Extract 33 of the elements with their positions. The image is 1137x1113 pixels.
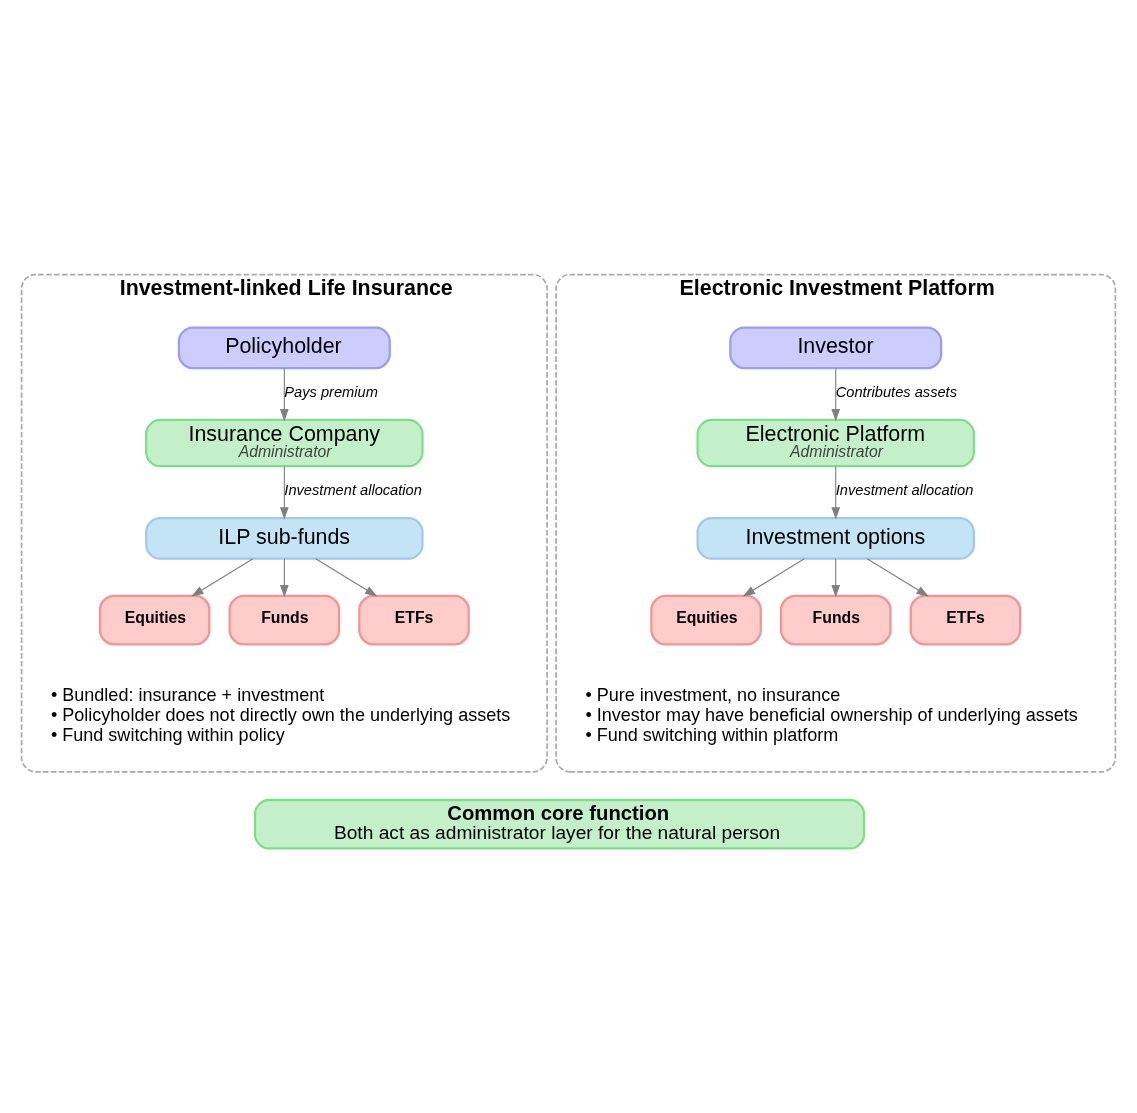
label: • Bundled: insurance + investment bbox=[50, 684, 325, 705]
edge-label: Pays premium bbox=[284, 383, 378, 400]
arrow bbox=[866, 557, 929, 597]
arrow bbox=[280, 465, 289, 520]
node-box: Policyholder bbox=[177, 325, 391, 369]
node-box: Equities bbox=[650, 594, 762, 645]
node-box: ETFs bbox=[358, 594, 470, 645]
node-box: Equities bbox=[98, 594, 211, 645]
arrow bbox=[280, 367, 289, 421]
node-box: Funds bbox=[228, 594, 341, 645]
arrow bbox=[831, 465, 841, 520]
edge-label: Investment allocation bbox=[284, 481, 422, 498]
node-box: Common core function Both act as administrator layer for the natural person bbox=[253, 798, 866, 850]
node-box: Investor bbox=[729, 325, 943, 369]
node-box: Investment options bbox=[696, 516, 975, 560]
label: • Fund switching within platform bbox=[585, 724, 839, 745]
arrow bbox=[280, 557, 289, 597]
edge-label: Investment allocation bbox=[835, 481, 974, 498]
arrow bbox=[191, 557, 254, 597]
label: • Investor may have beneficial ownership of underlying assets bbox=[585, 704, 1078, 725]
node-box: Electronic Platform Administrator bbox=[696, 418, 975, 467]
arrow bbox=[315, 557, 378, 597]
arrow bbox=[831, 367, 841, 421]
node-box: ETFs bbox=[909, 594, 1022, 645]
arrow bbox=[742, 557, 805, 597]
node-box: ILP sub-funds bbox=[145, 516, 424, 560]
label: • Pure investment, no insurance bbox=[585, 684, 841, 705]
node-box: Funds bbox=[779, 594, 892, 645]
label: • Policyholder does not directly own the underlying assets bbox=[50, 704, 511, 725]
label: • Fund switching within policy bbox=[50, 724, 285, 745]
edge-label: Contributes assets bbox=[835, 383, 957, 400]
arrow bbox=[831, 557, 841, 597]
node-box: Insurance Company Administrator bbox=[145, 418, 424, 467]
